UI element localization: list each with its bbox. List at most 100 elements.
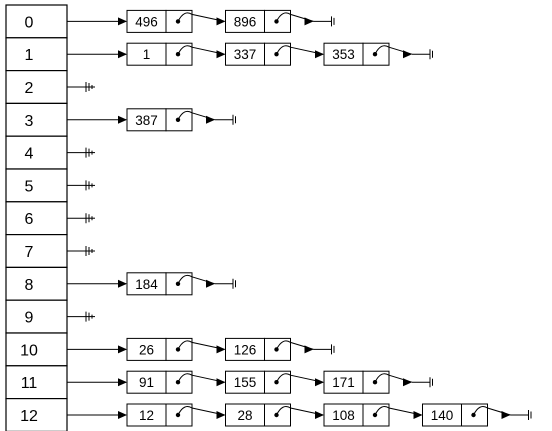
bucket-index: 2 [25, 80, 34, 97]
null-terminator-icon [85, 311, 95, 322]
null-terminator-icon [331, 344, 335, 355]
bucket-cell [5, 168, 68, 203]
chain-row: 91 155 171 [67, 370, 433, 394]
arrow-head-icon [315, 411, 324, 419]
arrow-head-icon [118, 115, 127, 124]
list-node: 155 [225, 370, 324, 394]
bucket-cell [5, 69, 68, 104]
pointer-link [276, 406, 324, 416]
bucket-index: 9 [25, 310, 34, 327]
list-node: 28 [225, 403, 324, 427]
arrow-head-icon [216, 50, 226, 59]
arrow-head-icon [304, 345, 314, 354]
pointer-link [177, 110, 216, 121]
list-node: 126 [225, 337, 335, 361]
arrow-head-icon [118, 50, 127, 59]
null-terminator-icon [85, 180, 95, 191]
list-node: 140 [422, 403, 532, 427]
pointer-link [374, 406, 422, 416]
node-value: 91 [139, 375, 154, 390]
pointer-link [177, 406, 225, 416]
list-node: 387 [126, 108, 236, 132]
bucket-index: 6 [25, 211, 34, 228]
list-node: 12 [126, 403, 226, 427]
node-value: 1 [143, 47, 151, 62]
bucket-cell [5, 332, 68, 367]
bucket-cell [5, 365, 68, 400]
chain-row [67, 213, 95, 224]
bucket-cell [5, 102, 68, 137]
pointer-link [177, 45, 225, 55]
arrow-head-icon [413, 411, 423, 419]
list-node: 353 [323, 42, 433, 66]
bucket-cell [5, 201, 68, 236]
arrow-head-icon [315, 50, 324, 59]
bucket-index: 1 [25, 47, 34, 64]
bucket-index: 4 [25, 146, 34, 163]
null-terminator-icon [429, 377, 433, 388]
null-terminator-icon [232, 278, 236, 289]
null-terminator-icon [232, 114, 236, 125]
arrow-head-icon [118, 17, 127, 26]
node-value: 108 [332, 408, 355, 423]
list-node: 337 [225, 42, 324, 66]
chain-row [67, 180, 95, 191]
pointer-link [276, 373, 324, 383]
list-node: 184 [126, 272, 236, 296]
list-node: 91 [126, 370, 226, 394]
node-value: 12 [139, 408, 154, 423]
pointer-link [276, 340, 314, 350]
arrow-head-icon [403, 378, 412, 387]
chain-row [67, 82, 95, 92]
arrow-head-icon [118, 279, 127, 288]
list-node: 171 [323, 370, 433, 394]
bucket-cell [5, 135, 68, 170]
bucket-index: 10 [20, 342, 38, 359]
node-value: 337 [234, 47, 257, 62]
node-value: 896 [234, 14, 257, 29]
bucket-index: 3 [25, 113, 34, 130]
bucket-cell [5, 266, 68, 301]
node-value: 171 [332, 375, 355, 390]
arrow-head-icon [216, 378, 226, 387]
pointer-link [177, 12, 225, 22]
arrow-head-icon [304, 17, 314, 26]
bucket-index: 12 [20, 408, 38, 425]
bucket-index: 0 [25, 14, 34, 31]
node-value: 184 [135, 277, 158, 292]
node-value: 387 [135, 113, 158, 128]
list-node: 26 [126, 337, 226, 361]
node-value: 126 [234, 342, 257, 357]
arrow-head-icon [216, 17, 226, 26]
arrow-head-icon [501, 411, 511, 419]
bucket-cell [5, 37, 68, 72]
bucket-index: 11 [21, 375, 38, 392]
list-node: 108 [323, 403, 423, 427]
arrow-head-icon [315, 378, 324, 387]
pointer-link [177, 340, 225, 350]
null-terminator-icon [85, 246, 95, 256]
node-value: 353 [332, 47, 355, 62]
null-terminator-icon [85, 147, 95, 158]
bucket-cell [5, 299, 68, 334]
pointer-link [276, 45, 324, 55]
null-terminator-icon [85, 82, 95, 92]
chain-row: 184 [67, 272, 236, 296]
chain-row: 387 [67, 108, 236, 132]
bucket-index: 5 [25, 178, 34, 195]
arrow-head-icon [206, 279, 215, 288]
bucket-cell [5, 398, 68, 431]
list-node: 1 [126, 42, 226, 66]
pointer-link [276, 12, 314, 22]
node-value: 140 [431, 408, 454, 423]
null-terminator-icon [429, 49, 433, 60]
list-node: 896 [225, 9, 335, 33]
null-terminator-icon [85, 213, 95, 224]
null-terminator-icon [528, 410, 532, 420]
chain-row [67, 147, 95, 158]
chain-row: 12 28 108 140 [67, 403, 532, 427]
arrow-head-icon [403, 50, 412, 59]
